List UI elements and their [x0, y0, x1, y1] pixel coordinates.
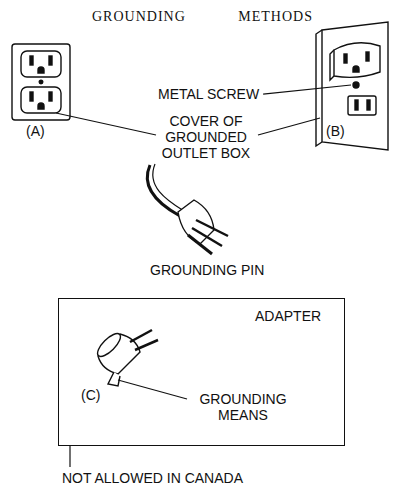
leader-line: [56, 113, 156, 135]
leader-lines: [56, 85, 351, 467]
grounded-plug: [147, 164, 228, 254]
adapter-box: ADAPTER (C) GROUNDING MEANS: [58, 298, 345, 446]
leader-line: [258, 118, 320, 135]
adapter-plug: [94, 330, 158, 386]
callout-letter: (B): [326, 123, 345, 139]
leader-line: [118, 380, 187, 399]
box-heading: ADAPTER: [255, 308, 321, 324]
outlet-b: [316, 22, 388, 150]
leader-line: [263, 85, 351, 94]
callout-letter: (A): [26, 123, 45, 139]
part-label: GROUNDING PIN: [150, 262, 264, 278]
note: NOT ALLOWED IN CANADA: [62, 470, 243, 486]
leader-line: [69, 446, 70, 467]
title: GROUNDING METHODS: [92, 9, 313, 25]
part-label: COVER OF GROUNDED OUTLET BOX: [150, 113, 262, 161]
part-label: GROUNDING MEANS: [191, 391, 295, 423]
outlet-a: [12, 44, 70, 120]
callout-letter: (C): [81, 387, 100, 403]
part-label: METAL SCREW: [158, 86, 259, 102]
